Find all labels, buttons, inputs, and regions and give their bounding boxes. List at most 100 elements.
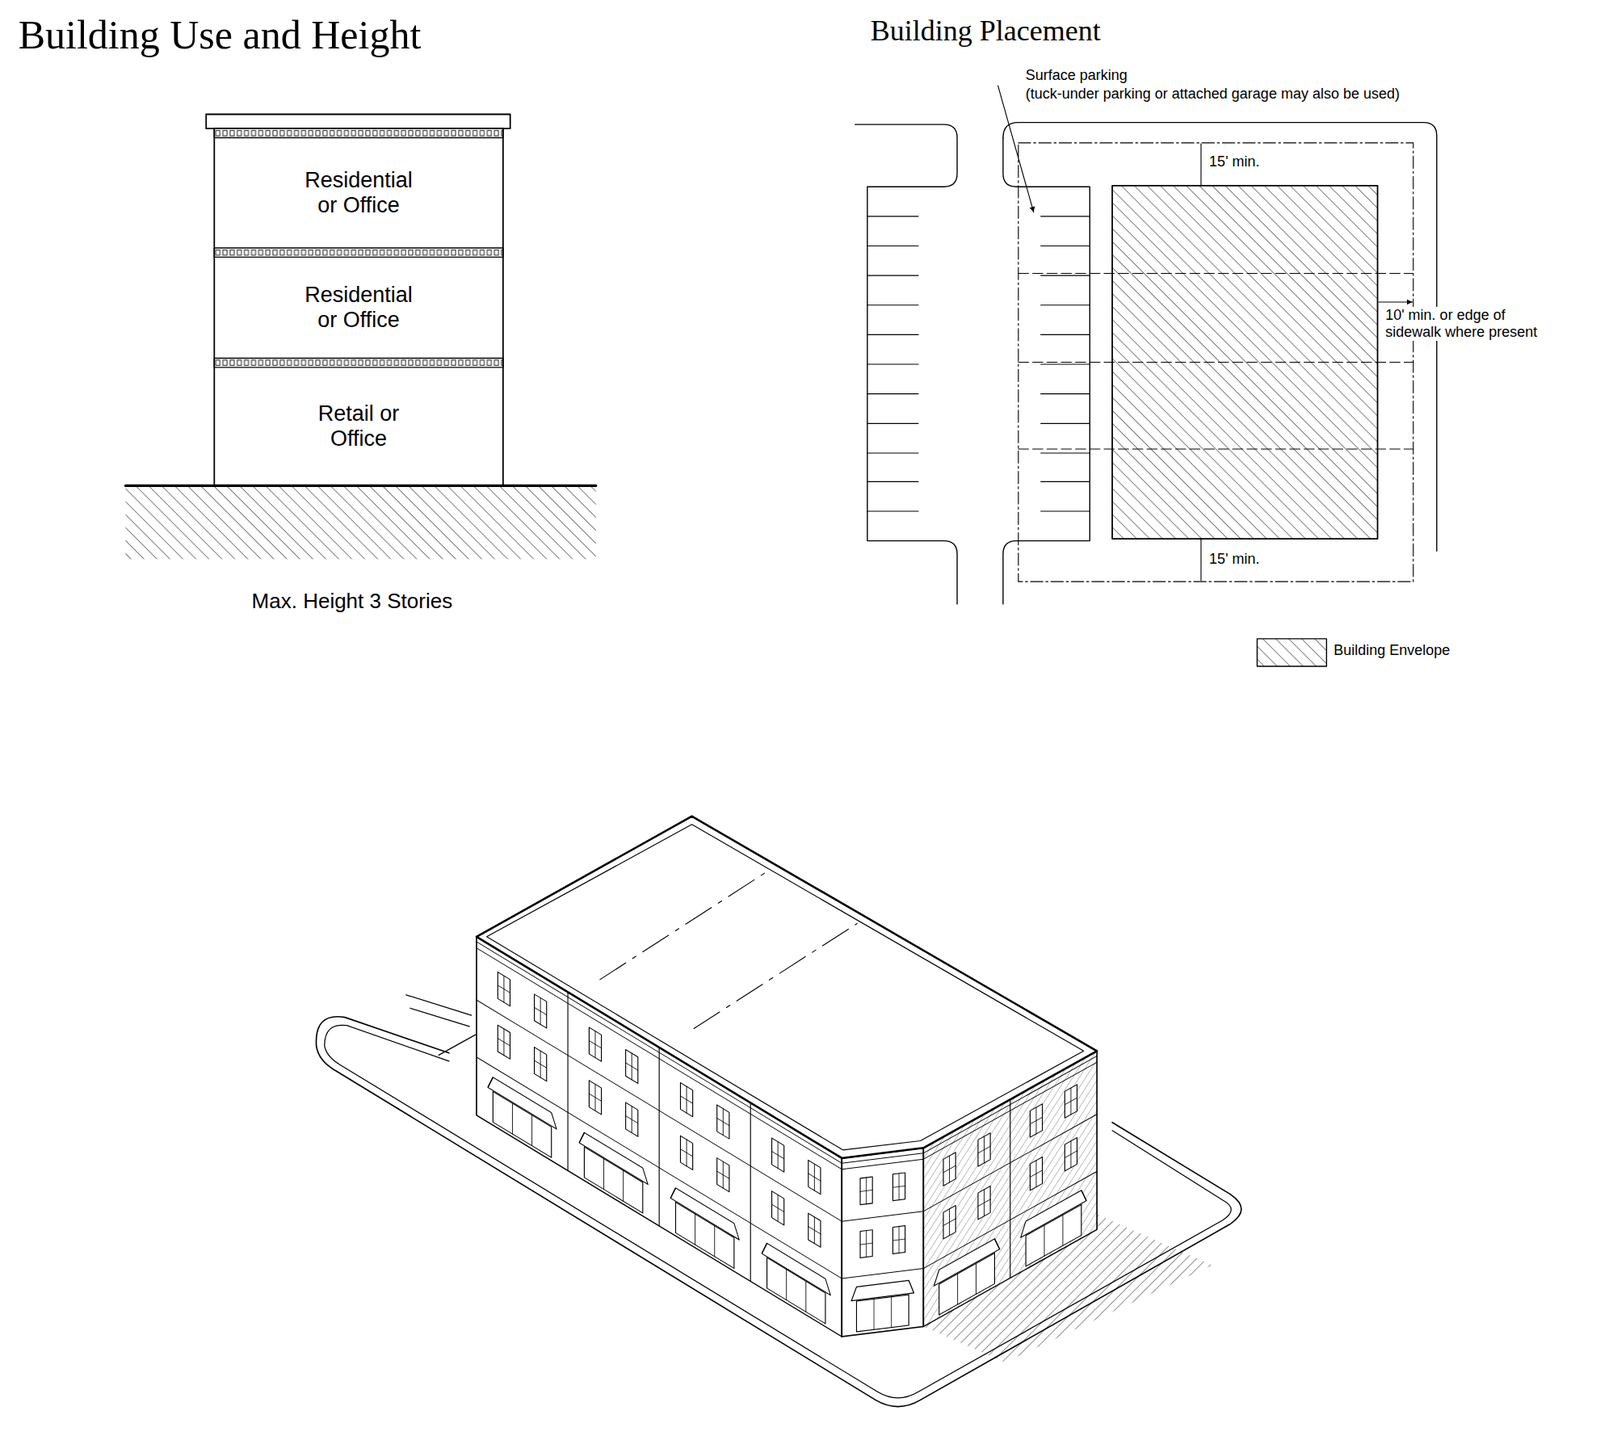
height-note: Max. Height 3 Stories xyxy=(251,589,454,614)
window-mullion xyxy=(497,1024,510,1059)
awning xyxy=(579,1129,648,1185)
roof-cap xyxy=(205,114,510,130)
dimension-label: 15' min. xyxy=(1209,550,1260,568)
awning xyxy=(670,1184,740,1240)
window-mullion xyxy=(1064,1138,1077,1172)
window-mullion xyxy=(892,1226,905,1255)
window-mullion xyxy=(808,1213,821,1248)
parking-lines xyxy=(406,995,476,1056)
window-mullion xyxy=(860,1176,873,1206)
legend-swatch xyxy=(1257,638,1328,667)
legend-label: Building Envelope xyxy=(1333,642,1450,660)
window-mullion xyxy=(943,1205,956,1239)
roof-parapet xyxy=(487,824,1084,1151)
curb-line xyxy=(1003,122,1437,552)
window-mullion xyxy=(808,1160,821,1195)
floor-band: Residential or Office xyxy=(214,256,504,358)
window-mullion xyxy=(1029,1104,1042,1138)
roof-line xyxy=(693,923,857,1029)
storefront xyxy=(856,1294,909,1332)
window xyxy=(717,1158,730,1193)
floor-use: Residential or Office xyxy=(298,282,420,333)
window xyxy=(978,1186,991,1220)
window xyxy=(1064,1084,1077,1118)
window-mullion xyxy=(772,1191,785,1226)
window xyxy=(892,1226,905,1255)
window xyxy=(808,1213,821,1248)
building-section xyxy=(125,114,596,560)
curb-line xyxy=(1003,138,1090,605)
awning xyxy=(1020,1187,1087,1238)
parking-stalls xyxy=(1041,216,1091,512)
bay-line xyxy=(566,991,568,1171)
section-heading: Building Placement xyxy=(870,14,1101,48)
window-mullion xyxy=(978,1186,991,1220)
window-mullion xyxy=(588,1080,601,1115)
dentil-band xyxy=(214,357,504,367)
storefront-mullion xyxy=(873,1297,892,1331)
leader-line xyxy=(998,85,1034,213)
window-mullion xyxy=(892,1172,905,1202)
window-mullion xyxy=(1064,1084,1077,1118)
window xyxy=(1064,1138,1077,1172)
window xyxy=(860,1176,873,1206)
facade-wall xyxy=(841,1147,924,1337)
window xyxy=(588,1080,601,1115)
window xyxy=(860,1230,873,1259)
window xyxy=(772,1191,785,1226)
dentil-band xyxy=(214,247,504,257)
parking-stalls xyxy=(867,216,919,512)
window xyxy=(588,1027,601,1062)
dimension-label: 10' min. or edge of sidewalk where prese… xyxy=(1383,306,1561,341)
window xyxy=(717,1104,730,1139)
property-line xyxy=(1018,142,1414,582)
window-mullion xyxy=(772,1138,785,1172)
window-mullion xyxy=(717,1158,730,1193)
window xyxy=(680,1135,693,1170)
window xyxy=(772,1138,785,1172)
window-mullion xyxy=(625,1102,639,1137)
bay-line xyxy=(1009,1099,1011,1278)
window-mullion xyxy=(1029,1157,1042,1191)
bay-line xyxy=(658,1047,660,1227)
window xyxy=(680,1083,693,1118)
window xyxy=(625,1102,639,1137)
window-mullion xyxy=(860,1230,873,1259)
ground-hatch xyxy=(125,485,596,559)
window-mullion xyxy=(680,1135,693,1170)
floor-band: Retail or Office xyxy=(214,367,504,487)
window xyxy=(892,1172,905,1202)
bay-line xyxy=(750,1102,752,1281)
window xyxy=(534,1047,547,1082)
window xyxy=(978,1133,991,1167)
building-walls xyxy=(214,128,504,486)
window xyxy=(534,994,547,1029)
awning xyxy=(851,1280,914,1302)
window xyxy=(808,1160,821,1195)
window-mullion xyxy=(534,1047,547,1082)
page-title: Building Use and Height xyxy=(18,12,422,59)
floor-use: Retail or Office xyxy=(298,401,420,452)
dentil-band xyxy=(214,128,504,138)
window-mullion xyxy=(534,994,547,1029)
string-course xyxy=(841,1268,924,1279)
roof-line xyxy=(600,869,771,979)
drawing xyxy=(125,85,1437,1407)
window-mullion xyxy=(680,1083,693,1118)
floor-band: Residential or Office xyxy=(214,138,504,248)
dimension-line xyxy=(1200,143,1202,185)
callout-note: (tuck-under parking or attached garage m… xyxy=(1025,85,1400,103)
window-mullion xyxy=(978,1133,991,1167)
string-course xyxy=(841,1211,924,1223)
window xyxy=(625,1049,639,1084)
isometric-sketch xyxy=(315,816,1241,1407)
ground-line xyxy=(125,484,596,488)
string-course xyxy=(841,1159,924,1170)
roof xyxy=(476,816,1097,1159)
curb-line xyxy=(855,124,958,605)
window xyxy=(943,1152,956,1186)
awning xyxy=(933,1235,1000,1286)
corner-facade xyxy=(841,1147,924,1337)
